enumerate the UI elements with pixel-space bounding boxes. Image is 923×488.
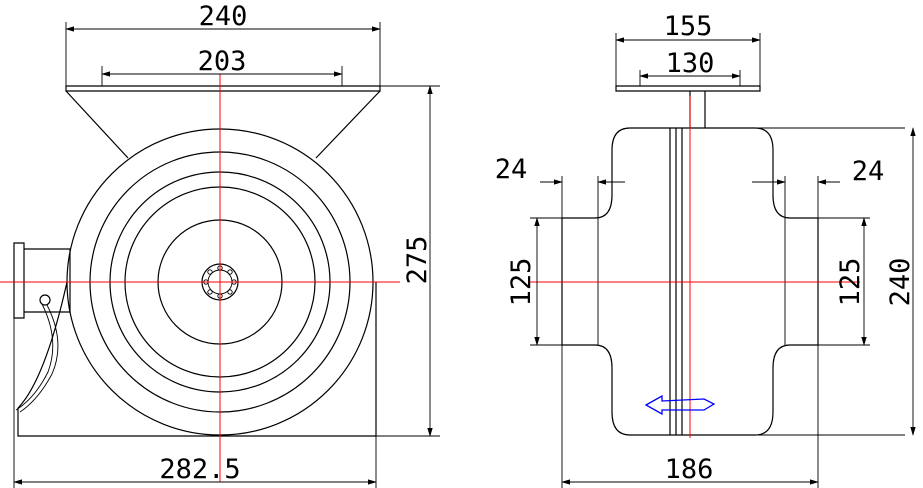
front-base [17,282,377,437]
dim-front-total-width: 282.5 [159,454,240,485]
dim-side-right-offset: 24 [852,156,885,187]
dim-side-depth: 186 [665,454,714,485]
front-inlet-tube [13,242,71,319]
dim-side-flange-inner: 130 [666,48,715,79]
front-hopper [65,90,381,159]
flow-arrow-icon [644,394,716,416]
dim-side-left-duct: 125 [506,258,537,307]
dim-side-height: 240 [885,258,916,307]
side-stem [689,91,706,128]
front-base-left [17,281,68,409]
side-view: 155 130 24 24 125 125 240 [495,11,916,488]
dim-side-flange-width: 155 [664,11,713,42]
dim-side-right-duct: 125 [835,258,866,307]
dim-front-height: 275 [402,236,433,285]
side-top-flange [615,85,761,92]
front-cable-gland [39,294,51,306]
dim-side-left-offset: 24 [495,154,528,185]
front-top-flange [65,85,381,92]
front-view: 240 203 275 282.5 [0,1,440,488]
dim-front-inner-width: 203 [198,46,247,77]
front-cable-2 [19,304,59,413]
dim-front-top-width: 240 [199,1,248,32]
front-cable [15,303,54,411]
